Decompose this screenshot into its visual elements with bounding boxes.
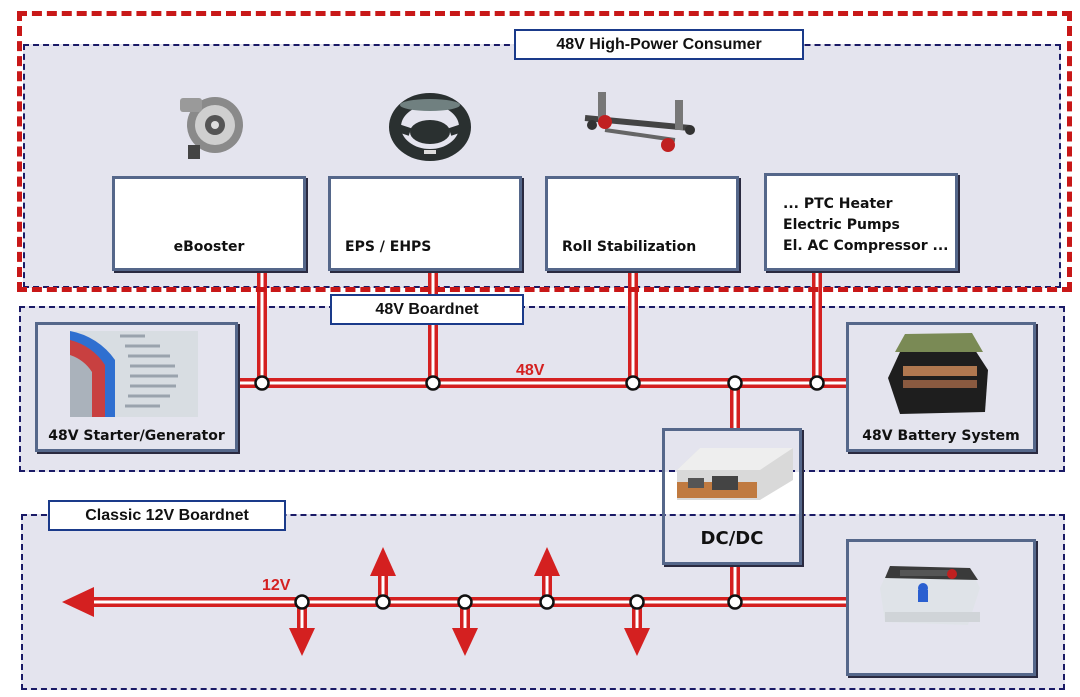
arrow-up-icon [534,547,560,576]
dcdc-box: DC/DC [662,428,802,565]
steering-wheel-icon [389,93,471,161]
arrow-up-icon [370,547,396,576]
battery12-box [846,539,1036,676]
other-consumers-list: ... PTC Heater Electric Pumps El. AC Com… [783,194,948,257]
junction-node [425,375,441,391]
high-power-title: 48V High-Power Consumer [514,29,804,60]
battery48-box: 48V Battery System [846,322,1036,452]
battery-pack-icon [888,333,988,414]
starter-generator-label: 48V Starter/Generator [48,428,225,444]
junction-node [254,375,270,391]
junction-node [294,594,310,610]
turbo-icon [180,97,243,159]
voltage-12v-label: 12V [262,577,291,594]
car-battery-icon [880,566,980,625]
roll-stabilization-box: Roll Stabilization [545,176,739,271]
junction-node [727,375,743,391]
battery48-label: 48V Battery System [862,428,1020,444]
boardnet12-title: Classic 12V Boardnet [48,500,286,531]
junction-node [625,375,641,391]
arrow-down-icon [624,628,650,656]
junction-node [809,375,825,391]
arrow-down-icon [289,628,315,656]
junction-node [629,594,645,610]
consumer-line: El. AC Compressor ... [783,238,949,254]
eps-box: EPS / EHPS [328,176,522,271]
junction-node [457,594,473,610]
consumer-line: ... PTC Heater [783,196,893,212]
consumer-feeds [257,270,822,383]
axle-icon [584,92,695,152]
ebooster-label: eBooster [173,239,245,255]
arrow-left-icon [62,587,94,617]
eps-label: EPS / EHPS [345,239,432,255]
converter-icon [677,448,793,500]
ebooster-box: eBooster [112,176,306,271]
boardnet48-title: 48V Boardnet [330,294,524,325]
high-power-frame [17,11,1072,292]
dcdc-label: DC/DC [700,528,764,549]
starter-generator-box: 48V Starter/Generator [35,322,238,452]
stator-icon [70,331,198,417]
junction-node [375,594,391,610]
junction-node [539,594,555,610]
junction-node [727,594,743,610]
voltage-48v-label: 48V [516,362,545,379]
roll-stabilization-label: Roll Stabilization [562,239,697,255]
arrow-down-icon [452,628,478,656]
consumer-line: Electric Pumps [783,217,900,233]
other-consumers-box: ... PTC Heater Electric Pumps El. AC Com… [764,173,958,271]
